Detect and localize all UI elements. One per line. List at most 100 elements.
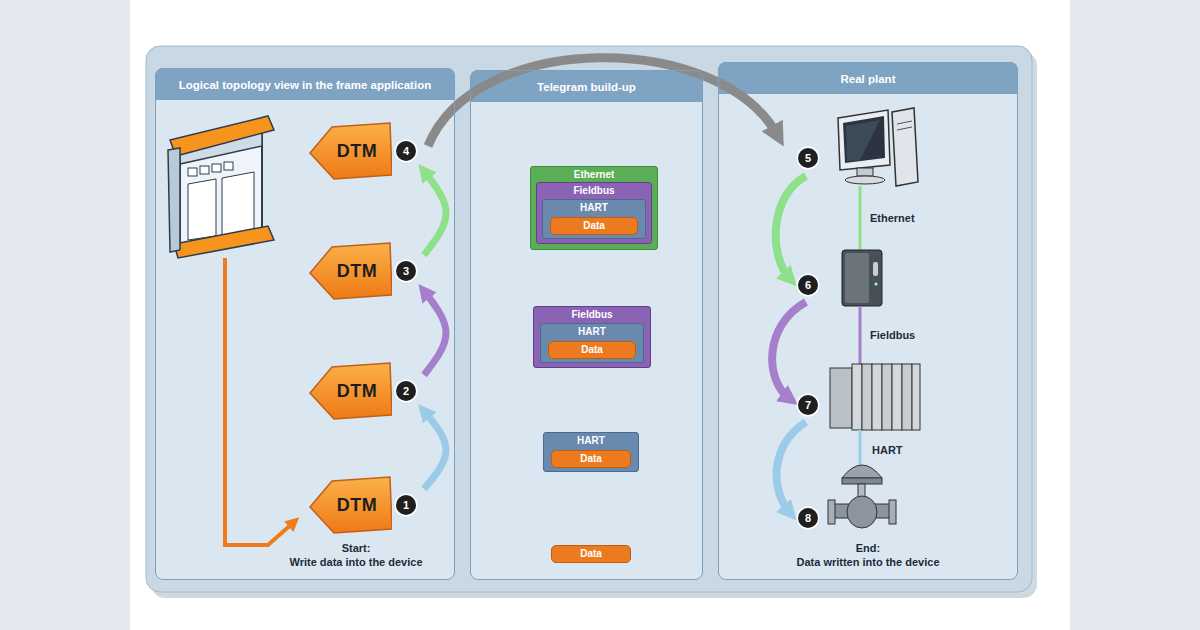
- frame-application-icon: [188, 168, 197, 176]
- valve-illustration: [842, 478, 882, 484]
- frame-label: HART: [543, 200, 645, 214]
- frame-application-icon: [168, 148, 180, 252]
- computer-illustration: [843, 116, 885, 163]
- callout-number: 5: [798, 148, 818, 168]
- gateway-illustration: [875, 283, 878, 286]
- data-label: Data: [552, 451, 630, 467]
- computer-illustration: [857, 168, 873, 176]
- dtm-shape: [310, 477, 392, 533]
- panel-heading: Logical topology view in the frame appli…: [156, 69, 454, 101]
- gateway-illustration: [842, 250, 882, 306]
- data-block: Data: [548, 341, 636, 359]
- computer-illustration: [892, 108, 918, 186]
- panel-ground: [470, 70, 703, 580]
- fieldbus-wire: [859, 306, 862, 364]
- panel-ground: [155, 68, 455, 100]
- flow-arrow: [772, 302, 806, 399]
- valve-illustration: [828, 465, 896, 528]
- hart-frame: HART Data: [543, 432, 639, 472]
- dtm-label: DTM: [337, 495, 378, 516]
- frame-application-icon: [200, 166, 209, 174]
- computer-illustration: [897, 121, 912, 124]
- hart-wire: [859, 430, 862, 466]
- panel-heading: Telegram build-up: [471, 71, 702, 103]
- fieldbus-frame: FieldbusHART Data: [536, 182, 652, 244]
- valve-illustration: [828, 500, 835, 524]
- frame-label: Fieldbus: [537, 183, 651, 197]
- dtm-shape: [310, 243, 392, 299]
- step-caption: Write data into the device: [246, 555, 466, 569]
- gateway-illustration: [842, 250, 882, 306]
- callout-number: 4: [396, 141, 416, 161]
- controller-rack-illustration: [862, 364, 872, 430]
- frame-application-icon: [170, 116, 274, 156]
- controller-rack-illustration: [830, 364, 920, 430]
- step-caption: End:: [758, 541, 978, 555]
- dtm-shape: [310, 123, 392, 179]
- callout-number: 6: [798, 275, 818, 295]
- callout-number: 8: [798, 508, 818, 528]
- view-panel: Real plant: [718, 62, 1018, 580]
- sheet: [130, 0, 1070, 630]
- frame-application-icon: [222, 172, 254, 235]
- controller-rack-illustration: [882, 364, 892, 430]
- flow-arrow: [424, 171, 446, 255]
- hart-frame: HART Data: [542, 199, 646, 239]
- bus-label: Fieldbus: [870, 328, 915, 342]
- valve-illustration: [847, 496, 877, 528]
- panel-ground: [155, 68, 455, 580]
- fieldbus-frame: FieldbusHART Data: [533, 306, 651, 368]
- hart-frame: HART Data: [540, 323, 644, 363]
- start-line: [225, 258, 294, 545]
- data-label: Data: [552, 546, 630, 562]
- controller-rack-illustration: [912, 364, 920, 430]
- frame-application-icon: [224, 162, 233, 170]
- frame-label: Ethernet: [531, 167, 657, 181]
- data-block: Data: [550, 217, 638, 235]
- controller-rack-illustration: [902, 364, 912, 430]
- ethernet-frame: EthernetFieldbusHART Data: [530, 166, 658, 250]
- computer-illustration: [897, 127, 912, 130]
- frame-application-icon: [212, 164, 221, 172]
- computer-illustration: [846, 120, 880, 161]
- panel-ground: [718, 62, 1018, 94]
- panel-ground: [155, 62, 1018, 580]
- step-caption: Data written into the device: [758, 555, 978, 569]
- step-caption: Start:: [246, 541, 466, 555]
- controller-rack-illustration: [852, 364, 862, 430]
- dtm-label: DTM: [337, 141, 378, 162]
- data-block: Data: [551, 545, 631, 563]
- bus-label: HART: [872, 443, 903, 457]
- panel-heading: Real plant: [719, 63, 1017, 95]
- flow-arrow: [424, 411, 446, 489]
- flow-arrow: [424, 291, 446, 375]
- frame-application-icon: [168, 116, 274, 258]
- data-label: Data: [551, 218, 637, 234]
- computer-illustration: [845, 176, 885, 184]
- data-block: Data: [551, 450, 631, 468]
- frame-application-icon: [174, 226, 274, 258]
- gateway-illustration: [845, 253, 869, 303]
- valve-illustration: [889, 500, 896, 524]
- callout-number: 3: [396, 261, 416, 281]
- dtm-label: DTM: [337, 381, 378, 402]
- valve-illustration: [842, 465, 882, 478]
- data-label: Data: [549, 342, 635, 358]
- view-panel: Telegram build-upEthernetFieldbusHARTDat…: [470, 70, 703, 580]
- controller-rack-illustration: [872, 364, 882, 430]
- callout-number: 1: [396, 495, 416, 515]
- frame-label: Fieldbus: [534, 307, 650, 321]
- frame-label: HART: [544, 433, 638, 447]
- callout-number: 7: [798, 395, 818, 415]
- gateway-illustration: [873, 262, 878, 276]
- flow-arrow: [776, 176, 806, 279]
- frame-label: HART: [541, 324, 643, 338]
- dtm-label: DTM: [337, 261, 378, 282]
- callout-number: 2: [396, 381, 416, 401]
- ethernet-wire: [859, 186, 862, 250]
- flow-arrow: [777, 422, 806, 513]
- panel-ground: [718, 62, 1018, 580]
- controller-rack-illustration: [892, 364, 902, 430]
